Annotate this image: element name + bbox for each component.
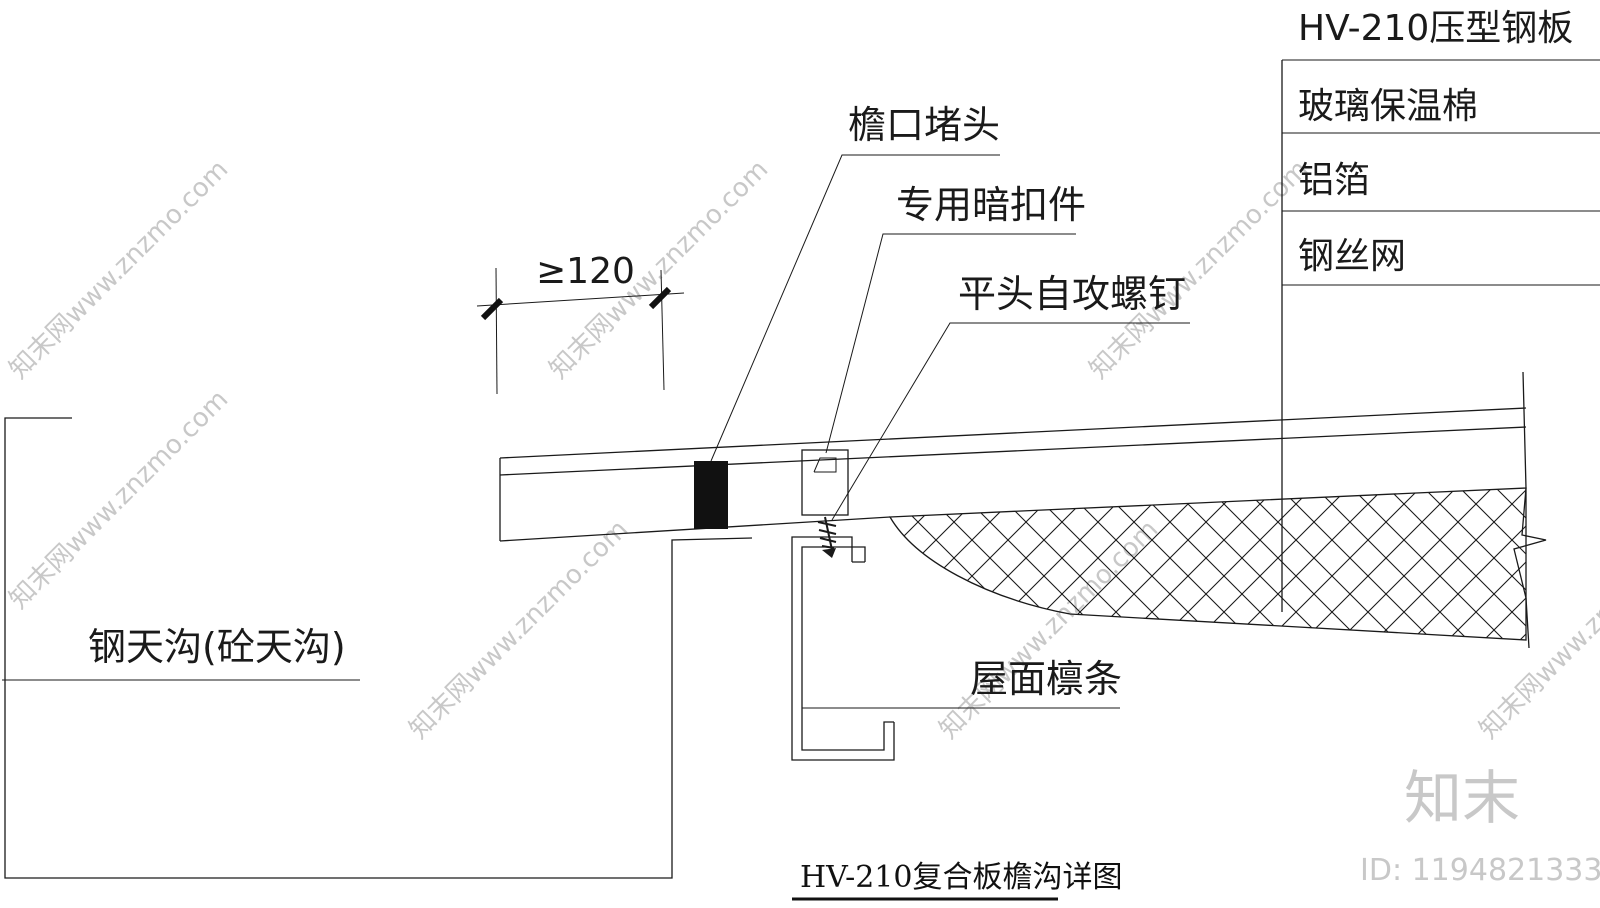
drawing-title: HV-210复合板檐沟详图 <box>792 860 1122 901</box>
dimension-label: ≥120 <box>536 251 635 292</box>
watermark-logo: 知末 <box>1404 764 1520 832</box>
legend-layer-3: 铝箔 <box>1298 160 1370 201</box>
dimension-120: ≥120 <box>476 251 685 395</box>
roof-purlin <box>791 536 895 761</box>
watermark-id: ID: 1194821333 <box>1360 853 1600 888</box>
legend-layer-4: 钢丝网 <box>1298 236 1406 277</box>
label-self-tapping-screw: 平头自攻螺钉 <box>958 272 1186 316</box>
label-eave-plug: 檐口堵头 <box>848 103 1000 147</box>
label-roof-purlin: 屋面檩条 <box>970 657 1122 701</box>
steel-gutter <box>2 417 753 879</box>
callouts: 檐口堵头 专用暗扣件 平头自攻螺钉 钢天沟(砼天沟) 屋面檩条 <box>88 103 1190 709</box>
self-tapping-screw <box>817 516 837 558</box>
watermark-text: 知末网www.znzmo.com <box>404 514 635 745</box>
label-concealed-fastener: 专用暗扣件 <box>896 183 1086 227</box>
layer-legend: HV-210压型钢板 玻璃保温棉 铝箔 钢丝网 <box>1282 8 1600 286</box>
watermark-text: 知末网www.znzmo.com <box>1084 154 1315 385</box>
legend-layer-1: HV-210压型钢板 <box>1298 8 1573 49</box>
watermark-text: 知末网www.znzmo.com <box>4 154 235 385</box>
concealed-fastener <box>801 449 849 516</box>
roof-panel <box>499 60 1547 649</box>
label-steel-gutter: 钢天沟(砼天沟) <box>88 625 346 669</box>
legend-layer-2: 玻璃保温棉 <box>1298 86 1478 127</box>
eave-plug <box>694 461 728 529</box>
watermark-text: 知末网www.znzmo.com <box>4 384 235 615</box>
title-text: HV-210复合板檐沟详图 <box>800 860 1122 895</box>
insulation-core-hatch <box>888 487 1527 641</box>
